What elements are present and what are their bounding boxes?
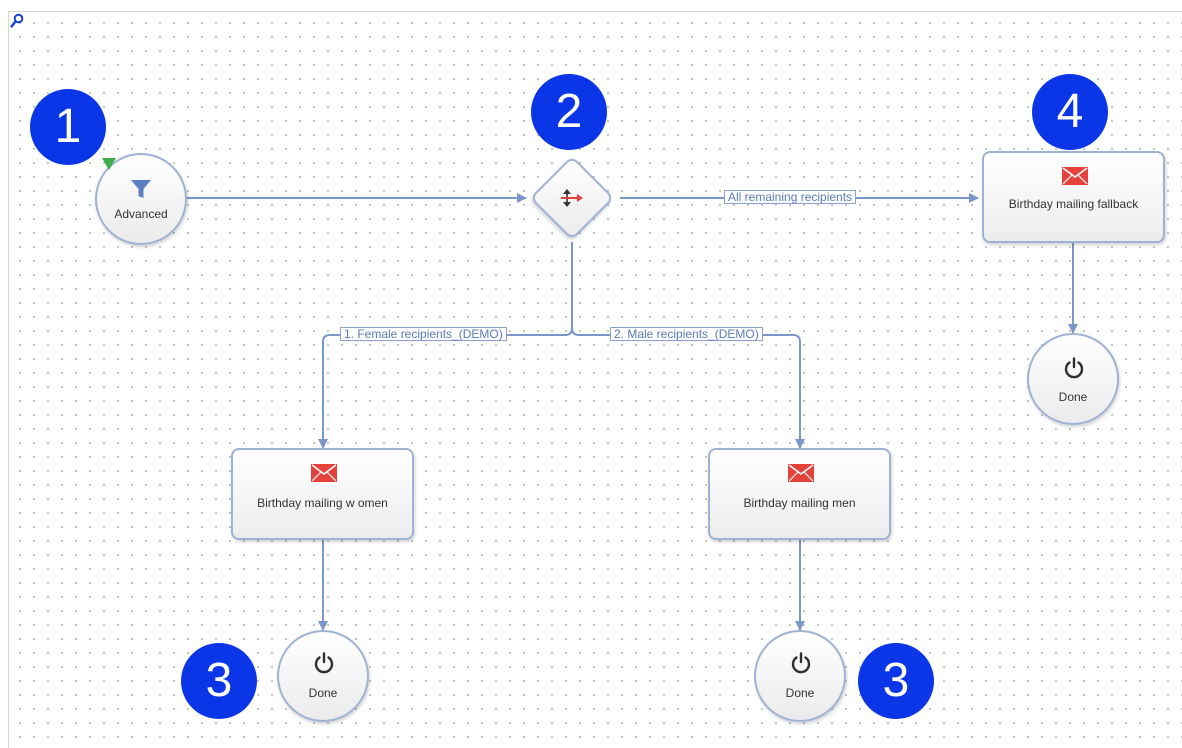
- edge-split-women: [318, 242, 573, 449]
- mailing-node-women[interactable]: Birthday mailing w omen: [231, 448, 414, 540]
- mailing-node-men[interactable]: Birthday mailing men: [708, 448, 891, 540]
- envelope-icon: [1062, 167, 1088, 185]
- done-men-label: Done: [785, 686, 815, 700]
- envelope-icon: [788, 464, 814, 482]
- power-icon: [314, 652, 334, 674]
- power-icon: [1064, 357, 1084, 379]
- start-node[interactable]: Advanced: [95, 153, 187, 245]
- edge-label-remaining[interactable]: All remaining recipients: [724, 190, 857, 204]
- done-node-men[interactable]: Done: [754, 630, 846, 722]
- done-fallback-label: Done: [1058, 390, 1088, 404]
- filter-marker-icon: [102, 158, 116, 170]
- step-badge-4: 4: [1032, 74, 1108, 150]
- mailing-node-fallback[interactable]: Birthday mailing fallback: [982, 151, 1165, 243]
- start-node-label: Advanced: [114, 207, 168, 221]
- mailing-fallback-label: Birthday mailing fallback: [1008, 197, 1139, 211]
- done-node-fallback[interactable]: Done: [1027, 333, 1119, 425]
- split-arrows-icon: [561, 189, 583, 207]
- step-badge-3-right: 3: [858, 643, 934, 719]
- mailing-men-label: Birthday mailing men: [743, 496, 856, 510]
- envelope-icon: [311, 464, 337, 482]
- edge-split-men: [571, 327, 805, 449]
- zoom-icon[interactable]: [10, 13, 24, 29]
- power-icon: [791, 652, 811, 674]
- mailing-women-label: Birthday mailing w omen: [257, 496, 388, 510]
- edge-label-female[interactable]: 1. Female recipients_(DEMO): [340, 327, 507, 341]
- step-badge-1: 1: [30, 89, 106, 165]
- funnel-icon: [131, 180, 151, 198]
- edge-label-male[interactable]: 2. Male recipients_(DEMO): [610, 327, 763, 341]
- done-node-women[interactable]: Done: [277, 630, 369, 722]
- step-badge-3-left: 3: [181, 643, 257, 719]
- done-women-label: Done: [308, 686, 338, 700]
- step-badge-2: 2: [531, 74, 607, 150]
